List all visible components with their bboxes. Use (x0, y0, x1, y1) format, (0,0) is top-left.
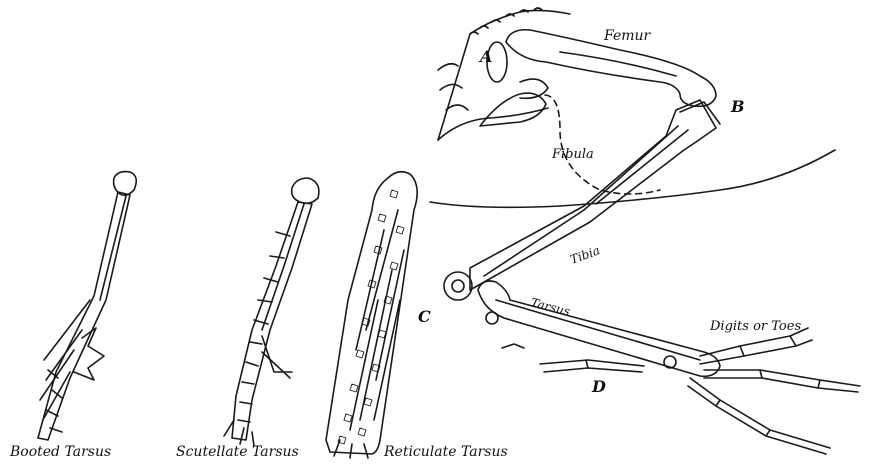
reticulate-texture (338, 190, 404, 444)
label-tibia: Tibia (568, 243, 601, 267)
femur-bone (487, 30, 716, 107)
label-point-b: B (730, 97, 745, 116)
tarsus-bone (478, 281, 720, 376)
toe-digits (502, 328, 860, 454)
label-fibula: Fibula (551, 147, 594, 162)
label-point-c: C (418, 307, 431, 326)
label-digits-or-toes: Digits or Toes (709, 319, 801, 334)
label-femur: Femur (603, 28, 652, 44)
label-point-d: D (591, 377, 606, 396)
label-booted-tarsus: Booted Tarsus (9, 444, 111, 460)
label-scutellate-tarsus: Scutellate Tarsus (176, 444, 299, 460)
tibia-bone (444, 100, 720, 300)
reticulate-tarsus-drawing (326, 172, 417, 458)
label-reticulate-tarsus: Reticulate Tarsus (383, 444, 508, 460)
label-tarsus: Tarsus (529, 295, 571, 318)
label-point-a: A (478, 47, 492, 66)
booted-tarsus-drawing (38, 172, 136, 440)
scutellate-tarsus-drawing (224, 178, 319, 446)
